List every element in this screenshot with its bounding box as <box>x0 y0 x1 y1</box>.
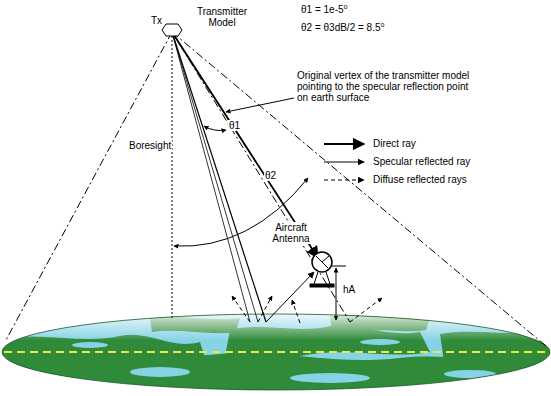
angle-label: θ2 <box>264 170 277 181</box>
callout-note: Original vertex of the transmitter model… <box>296 70 476 103</box>
theta1-value: θ1 = 1e-5⁰ <box>300 4 349 15</box>
transmitter-icon <box>162 24 182 36</box>
antenna-label: Aircraft Antenna <box>268 222 314 244</box>
angle-label: θ1 <box>228 120 241 131</box>
earth-surface <box>0 314 551 396</box>
theta2-value: θ2 = θ3dB/2 = 8.5⁰ <box>300 22 386 33</box>
legend-text: Specular reflected ray <box>372 156 471 167</box>
tx-label: Tx <box>150 15 163 26</box>
transmitter-rays <box>6 32 546 346</box>
transmitter-label: Transmitter Model <box>190 6 254 28</box>
legend-text: Diffuse reflected rays <box>372 174 468 185</box>
aircraft-antenna <box>310 252 334 287</box>
legend-text: Direct ray <box>372 138 417 149</box>
boresight-label: Boresight <box>128 140 172 151</box>
height-label: hA <box>342 284 356 295</box>
